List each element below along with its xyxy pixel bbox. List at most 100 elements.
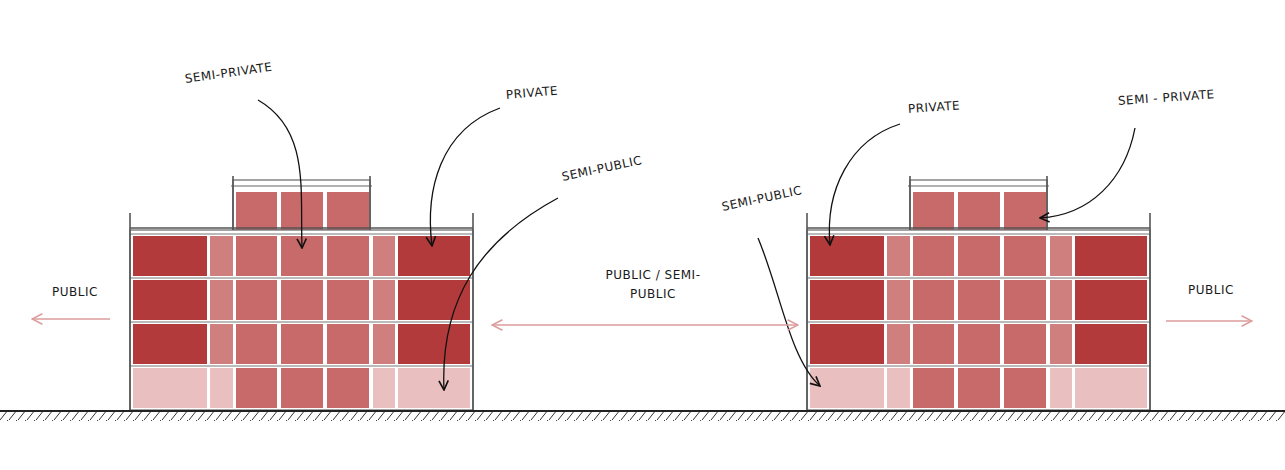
room-cell bbox=[913, 192, 954, 230]
room-cell bbox=[210, 368, 233, 408]
parapet-post bbox=[472, 213, 474, 410]
room-cell bbox=[958, 280, 1000, 320]
room-cell bbox=[887, 324, 910, 364]
room-cell bbox=[810, 324, 884, 364]
room-cell bbox=[398, 280, 470, 320]
zone-label: SEMI - PRIVATE bbox=[1117, 85, 1215, 111]
zone-label: PUBLIC bbox=[1188, 281, 1234, 300]
room-cell bbox=[1075, 368, 1147, 408]
room-cell bbox=[398, 236, 470, 276]
roof-line bbox=[807, 227, 1150, 228]
room-cell bbox=[236, 368, 277, 408]
room-cell bbox=[133, 236, 207, 276]
room-cell bbox=[281, 324, 323, 364]
parapet-post bbox=[232, 176, 234, 230]
room-cell bbox=[373, 324, 395, 364]
parapet-post bbox=[129, 213, 131, 410]
room-cell bbox=[210, 324, 233, 364]
floor-slab bbox=[807, 234, 1150, 235]
room-cell bbox=[236, 280, 277, 320]
floor-slab bbox=[130, 322, 473, 323]
room-cell bbox=[958, 236, 1000, 276]
direction-arrow bbox=[32, 318, 110, 319]
leader-line bbox=[758, 238, 820, 386]
room-cell bbox=[1004, 324, 1046, 364]
room-cell bbox=[913, 280, 954, 320]
room-cell bbox=[210, 280, 233, 320]
zone-label: SEMI-PUBLIC bbox=[560, 151, 644, 187]
room-cell bbox=[810, 368, 884, 408]
leader-line bbox=[430, 108, 500, 246]
zone-label: SEMI-PRIVATE bbox=[184, 58, 274, 89]
building-frame bbox=[807, 230, 1150, 410]
room-cell bbox=[236, 236, 277, 276]
room-cell bbox=[327, 192, 369, 230]
room-cell bbox=[887, 368, 910, 408]
parapet-post bbox=[1046, 176, 1048, 230]
floor-slab bbox=[807, 366, 1150, 367]
room-cell bbox=[236, 324, 277, 364]
building-frame bbox=[130, 230, 473, 410]
room-cell bbox=[1004, 192, 1046, 230]
leader-line bbox=[258, 100, 302, 248]
room-cell bbox=[1050, 368, 1072, 408]
room-cell bbox=[913, 236, 954, 276]
ground-hatching bbox=[0, 411, 1285, 421]
zone-label: SEMI-PUBLIC bbox=[720, 181, 804, 217]
parapet-post bbox=[806, 213, 808, 410]
leader-line bbox=[829, 124, 900, 245]
room-cell bbox=[1050, 280, 1072, 320]
room-cell bbox=[887, 236, 910, 276]
room-cell bbox=[398, 324, 470, 364]
room-cell bbox=[373, 368, 395, 408]
room-cell bbox=[327, 324, 369, 364]
room-cell bbox=[810, 280, 884, 320]
room-cell bbox=[1075, 236, 1147, 276]
parapet-post bbox=[909, 176, 911, 230]
room-cell bbox=[210, 236, 233, 276]
room-cell bbox=[958, 324, 1000, 364]
building bbox=[807, 176, 1150, 410]
room-cell bbox=[373, 280, 395, 320]
room-cell bbox=[281, 280, 323, 320]
room-cell bbox=[236, 192, 277, 230]
direction-arrow bbox=[1166, 320, 1252, 321]
room-cell bbox=[913, 324, 954, 364]
leader-line bbox=[1040, 128, 1135, 218]
leader-line bbox=[444, 198, 558, 390]
building-sections bbox=[130, 176, 1150, 410]
room-cell bbox=[327, 280, 369, 320]
room-cell bbox=[281, 368, 323, 408]
room-cell bbox=[1075, 280, 1147, 320]
room-cell bbox=[810, 236, 884, 276]
room-cell bbox=[1050, 236, 1072, 276]
room-cell bbox=[327, 368, 369, 408]
room-cell bbox=[133, 368, 207, 408]
double-arrow bbox=[492, 324, 798, 325]
zone-label: PRIVATE bbox=[907, 96, 960, 119]
room-cell bbox=[133, 280, 207, 320]
parapet-post bbox=[369, 176, 371, 230]
tower-frame bbox=[910, 180, 1047, 230]
parapet-post bbox=[1149, 213, 1151, 410]
room-cell bbox=[958, 192, 1000, 230]
roof-slab bbox=[908, 185, 1049, 186]
room-cell bbox=[958, 368, 1000, 408]
room-cell bbox=[1004, 368, 1046, 408]
floor-slab bbox=[130, 278, 473, 279]
room-cell bbox=[887, 280, 910, 320]
floor-slab bbox=[807, 322, 1150, 323]
ground-line bbox=[0, 410, 1285, 412]
floor-slab bbox=[807, 278, 1150, 279]
zone-label: PUBLIC bbox=[52, 283, 98, 302]
room-cell bbox=[913, 368, 954, 408]
room-cell bbox=[133, 324, 207, 364]
room-cell bbox=[1050, 324, 1072, 364]
zone-label: PRIVATE bbox=[505, 81, 559, 105]
room-cell bbox=[398, 368, 470, 408]
zone-label: PUBLIC / SEMI-PUBLIC bbox=[588, 266, 718, 304]
room-cell bbox=[327, 236, 369, 276]
room-cell bbox=[1075, 324, 1147, 364]
room-cell bbox=[1004, 280, 1046, 320]
